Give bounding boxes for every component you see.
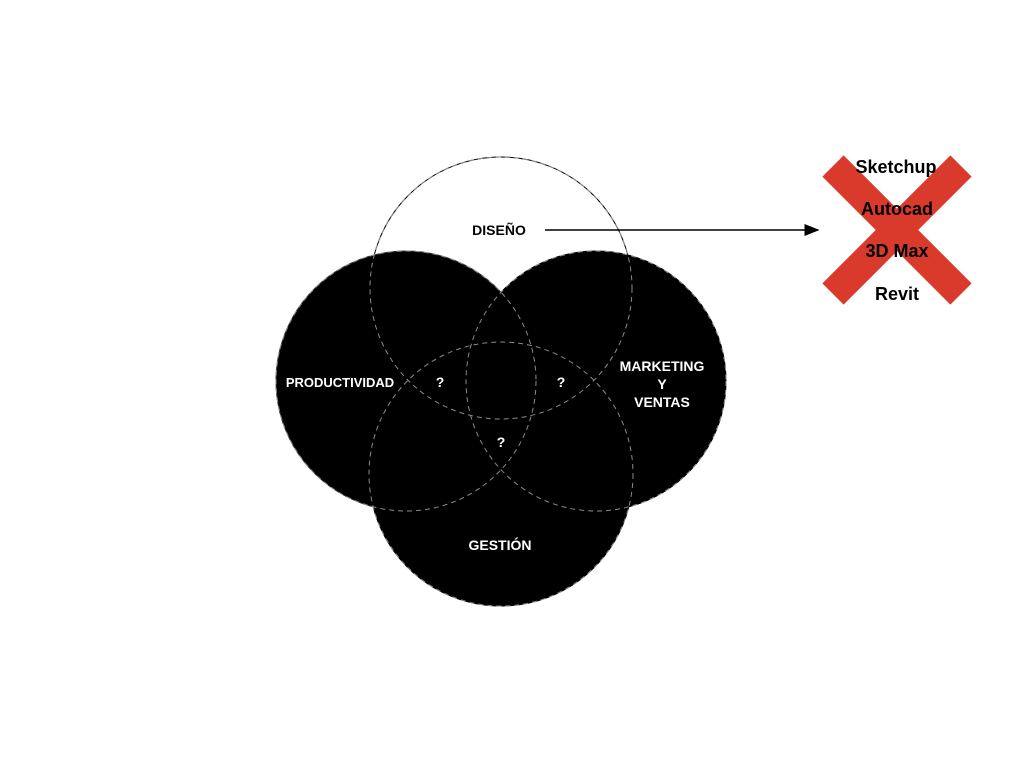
red-x-icon (822, 155, 972, 305)
intersection-left: ? (436, 374, 445, 390)
circle-gestion (368, 341, 634, 607)
label-marketing-line-1: MARKETING (620, 358, 705, 374)
tool-autocad: Autocad (861, 199, 933, 219)
label-marketing-line-2: Y (657, 376, 667, 392)
label-marketing-line-3: VENTAS (634, 394, 690, 410)
dashed-outlines (275, 156, 727, 607)
tool-3dmax: 3D Max (865, 241, 928, 261)
label-gestion: GESTIÓN (468, 536, 531, 553)
tool-sketchup: Sketchup (855, 157, 936, 177)
label-productividad: PRODUCTIVIDAD (286, 375, 394, 390)
intersection-right: ? (557, 374, 566, 390)
label-diseno: DISEÑO (472, 221, 526, 238)
tool-revit: Revit (875, 284, 919, 304)
intersection-bottom: ? (497, 434, 506, 450)
